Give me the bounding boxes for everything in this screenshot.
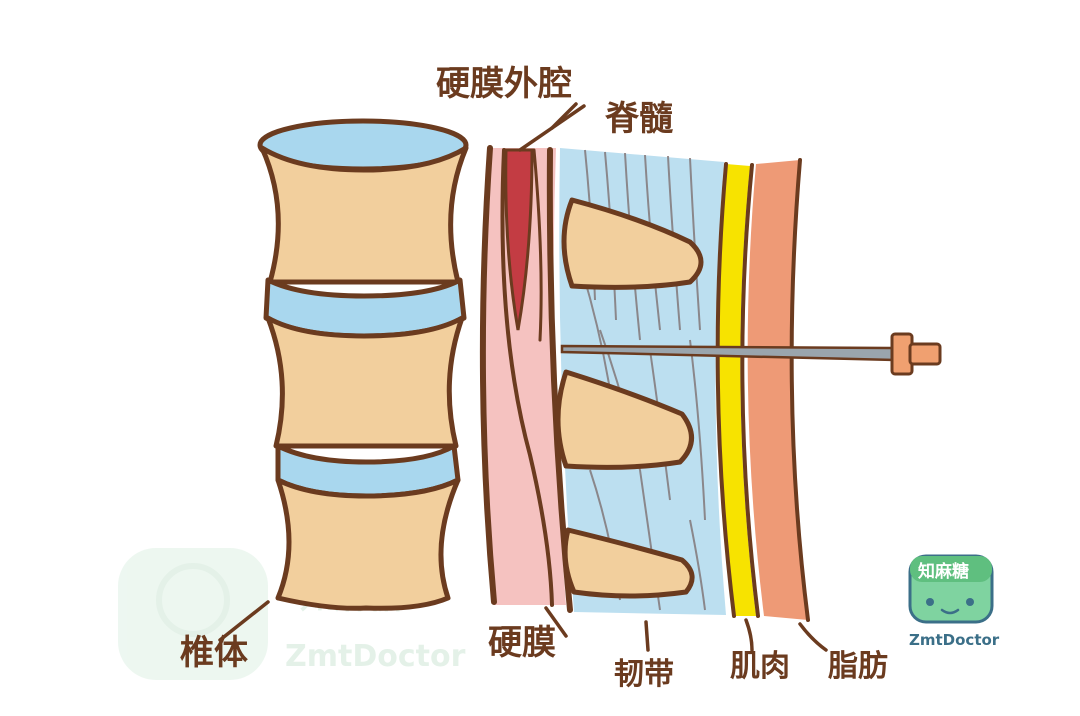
vertebra-1 (259, 145, 469, 285)
leader-lines (218, 102, 828, 652)
leader-vertebral-body (218, 600, 270, 642)
vertebra-3 (275, 477, 461, 611)
spinous-process-2 (555, 369, 694, 470)
vertebra-2 (265, 315, 465, 449)
label-dura-mater: 硬膜 (488, 623, 556, 663)
dura-line-left (479, 145, 497, 605)
dura-line-inner (500, 148, 554, 607)
logo-eye-left-icon (926, 598, 934, 606)
epidural-needle (560, 332, 942, 376)
label-muscle: 肌肉 (730, 649, 790, 684)
dura-region (479, 145, 573, 613)
label-epidural-space: 硬膜外腔 (436, 64, 572, 104)
watermark-brand-en: ZmtDoctor (285, 639, 466, 674)
label-spinal-cord: 脊髓 (605, 99, 673, 139)
cord-line (532, 148, 543, 342)
watermark-face-icon (156, 563, 230, 637)
muscle-line-left (715, 162, 736, 618)
spinal-cord-shape (504, 148, 534, 331)
label-vertebral-body: 椎体 (180, 633, 248, 673)
logo-badge-top (910, 556, 992, 582)
logo-brand-cn: 知麻糖 (917, 561, 969, 582)
ligament-region (555, 148, 726, 615)
label-ligament: 韧带 (614, 657, 674, 692)
leader-fat (798, 622, 828, 652)
logo-smile-icon (940, 608, 960, 615)
label-fat: 脂肪 (828, 649, 888, 684)
spinous-process-1 (561, 197, 704, 290)
muscle-layer (717, 164, 756, 616)
spinous-process-3 (562, 527, 695, 599)
leader-muscle (744, 618, 754, 652)
leader-ligament (644, 620, 650, 652)
logo-eye-right-icon (966, 598, 974, 606)
fat-line-right (789, 158, 810, 622)
vertebral-column (257, 118, 469, 611)
tissue-layers (715, 158, 810, 622)
watermark-badge (118, 548, 268, 680)
leader-dura (544, 606, 568, 638)
logo-brand-en: ZmtDoctor (909, 631, 1000, 649)
needle-hub-cap (908, 342, 942, 366)
brand-logo: 知麻糖 ZmtDoctor (908, 554, 1000, 649)
leader-spinal-cord (550, 102, 578, 130)
muscle-line-right (740, 163, 760, 618)
